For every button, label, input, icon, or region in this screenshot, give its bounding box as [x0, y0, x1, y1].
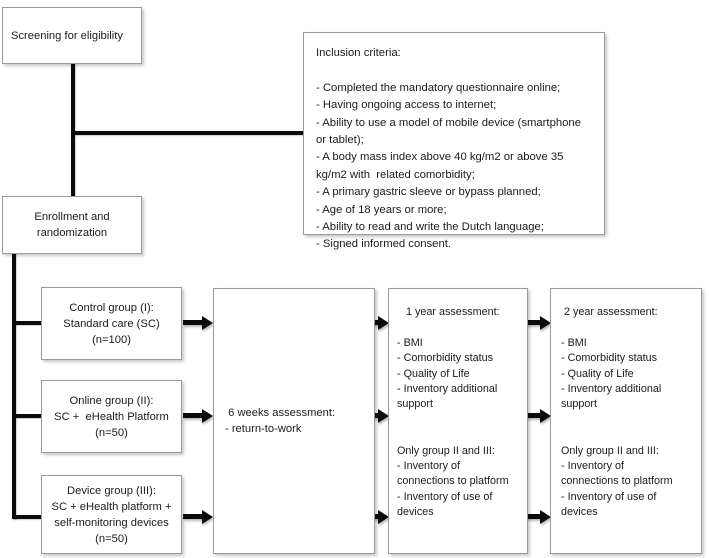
connector-branch-device — [12, 515, 42, 519]
node-online-group[interactable]: Online group (II): SC + eHealth Platform… — [41, 380, 182, 453]
arrow-control-to-six-weeks — [183, 315, 213, 330]
device-group-line1: Device group (III): — [67, 484, 156, 497]
device-group-line2: SC + eHealth platform + self-monitoring … — [51, 500, 172, 529]
node-two-year-assessment[interactable]: 2 year assessment: - BMI - Comorbidity s… — [550, 288, 702, 554]
inclusion-criteria-text: Inclusion criteria: - Completed the mand… — [316, 47, 581, 251]
node-control-group[interactable]: Control group (I): Standard care (SC) (n… — [41, 287, 182, 360]
node-enrollment-randomization[interactable]: Enrollment and randomization — [2, 196, 142, 254]
arrow-device-to-six-weeks — [183, 509, 213, 524]
control-group-line2: Standard care (SC) — [63, 317, 160, 330]
connector-enrollment-trunk — [12, 253, 16, 519]
connector-screening-to-criteria — [71, 131, 304, 135]
online-group-line3: (n=50) — [95, 426, 128, 439]
online-group-line2: SC + eHealth Platform — [54, 410, 169, 423]
control-group-line3: (n=100) — [92, 333, 131, 346]
six-weeks-text: 6 weeks assessment: - return-to-work — [225, 407, 336, 435]
node-inclusion-criteria[interactable]: Inclusion criteria: - Completed the mand… — [303, 32, 605, 250]
node-device-group[interactable]: Device group (III): SC + eHealth platfor… — [41, 475, 182, 554]
connector-branch-control — [12, 321, 42, 325]
online-group-line1: Online group (II): — [69, 394, 154, 407]
node-six-weeks-assessment[interactable]: 6 weeks assessment: - return-to-work — [213, 288, 375, 554]
screening-label: Screening for eligibility — [11, 29, 123, 42]
node-screening-for-eligibility[interactable]: Screening for eligibility — [2, 7, 142, 64]
enrollment-label: Enrollment and randomization — [34, 211, 110, 239]
connector-branch-online — [12, 414, 42, 418]
connector-screening-trunk — [71, 63, 75, 198]
one-year-text: 1 year assessment: - BMI - Comorbidity s… — [397, 306, 509, 519]
control-group-line1: Control group (I): — [69, 301, 154, 314]
arrow-online-to-six-weeks — [183, 408, 213, 423]
device-group-line3: (n=50) — [95, 532, 128, 545]
two-year-text: 2 year assessment: - BMI - Comorbidity s… — [561, 306, 673, 519]
node-one-year-assessment[interactable]: 1 year assessment: - BMI - Comorbidity s… — [388, 288, 528, 554]
